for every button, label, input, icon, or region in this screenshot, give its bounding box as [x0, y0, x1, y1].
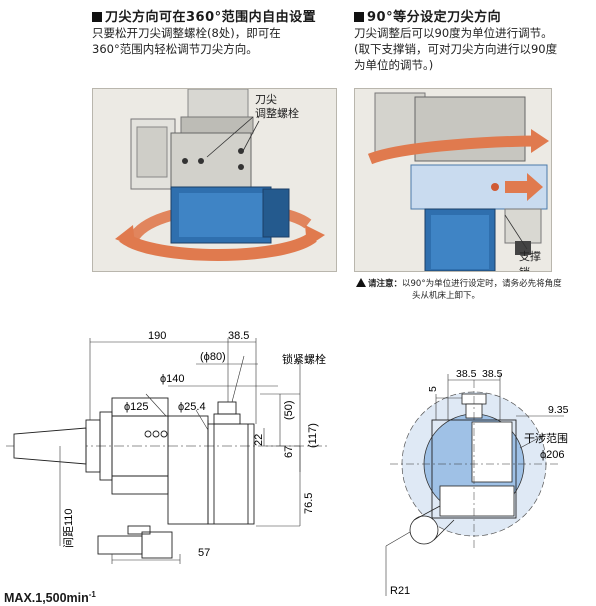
dim-b38-5: 38.5 [482, 368, 503, 380]
caution-line: 头从机床上卸下。 [412, 291, 481, 301]
dim-lock-bolt-label: 锁紧螺栓 [282, 352, 326, 366]
square-bullet-icon [92, 12, 102, 22]
left-product-photo: 刀尖 调整螺栓 [92, 88, 337, 272]
right-text-line: 为单位的调节。) [354, 58, 434, 72]
dim-phi125: ϕ125 [124, 401, 149, 413]
adjust-bolt-callout: 刀尖 调整螺栓 [255, 93, 299, 121]
dim-phi80: (ϕ80) [200, 351, 226, 363]
right-product-photo: 支撑销 [354, 88, 552, 272]
left-text-line: 360°范围内轻松调节刀尖方向。 [92, 42, 258, 56]
left-section-title: 刀尖方向可在360°范围内自由设置 [92, 6, 316, 25]
interference-range-label: 干涉范围 [524, 431, 568, 445]
left-text-line: 只要松开刀尖调整螺栓(8处)，即可在 [92, 26, 281, 40]
square-bullet-icon [354, 12, 364, 22]
caution-label: 请注意： [368, 279, 403, 289]
dim-5: 5 [427, 386, 439, 392]
left-section-text: 只要松开刀尖调整螺栓(8处)，即可在 360°范围内轻松调节刀尖方向。 [92, 25, 342, 57]
warning-icon [356, 278, 366, 287]
dim-9-35: 9.35 [548, 404, 569, 416]
right-section-title: 90°等分设定刀尖方向 [354, 6, 501, 25]
dim-76-5: 76.5 [303, 493, 315, 514]
dim-57: 57 [198, 547, 210, 559]
dim-a38-5: 38.5 [456, 368, 477, 380]
max-speed: MAX.1,500min-1 [4, 590, 96, 605]
dim-110: 间距110 [62, 508, 75, 548]
right-text-line: (取下支撑销，可对刀尖方向进行以90度 [354, 42, 558, 56]
callout-line: 刀尖 [255, 93, 277, 106]
dim-38-5: 38.5 [228, 330, 249, 342]
max-speed-value: MAX.1,500min [4, 591, 89, 606]
dim-phi206: ϕ206 [540, 449, 565, 461]
max-speed-exponent: -1 [88, 590, 96, 599]
dim-117: (117) [307, 423, 319, 448]
caution-note: 请注意：以90°为单位进行设定时，请务必先将角度 头从机床上卸下。 [356, 278, 576, 302]
right-text-line: 刀尖调整后可以90度为单位进行调节。 [354, 26, 553, 40]
support-pin-callout: 支撑销 [519, 250, 541, 271]
top-view-drawing: 38.5 38.5 5 9.35 干涉范围 ϕ206 R21 [385, 368, 569, 597]
dim-67: 67 [283, 446, 295, 458]
dim-phi25-4: ϕ25.4 [178, 401, 206, 413]
dim-190: 190 [148, 330, 166, 342]
callout-line: 调整螺栓 [255, 107, 299, 120]
dim-phi140: ϕ140 [160, 373, 185, 385]
dim-r21: R21 [390, 585, 410, 597]
side-view-drawing: 190 38.5 (ϕ80) ϕ140 ϕ125 ϕ25.4 锁紧螺栓 (50)… [6, 330, 330, 564]
dim-50: (50) [283, 400, 295, 420]
right-section-text: 刀尖调整后可以90度为单位进行调节。 (取下支撑销，可对刀尖方向进行以90度 为… [354, 25, 594, 73]
caution-line: 以90°为单位进行设定时，请务必先将角度 [402, 279, 562, 289]
dim-22: 22 [253, 434, 265, 446]
